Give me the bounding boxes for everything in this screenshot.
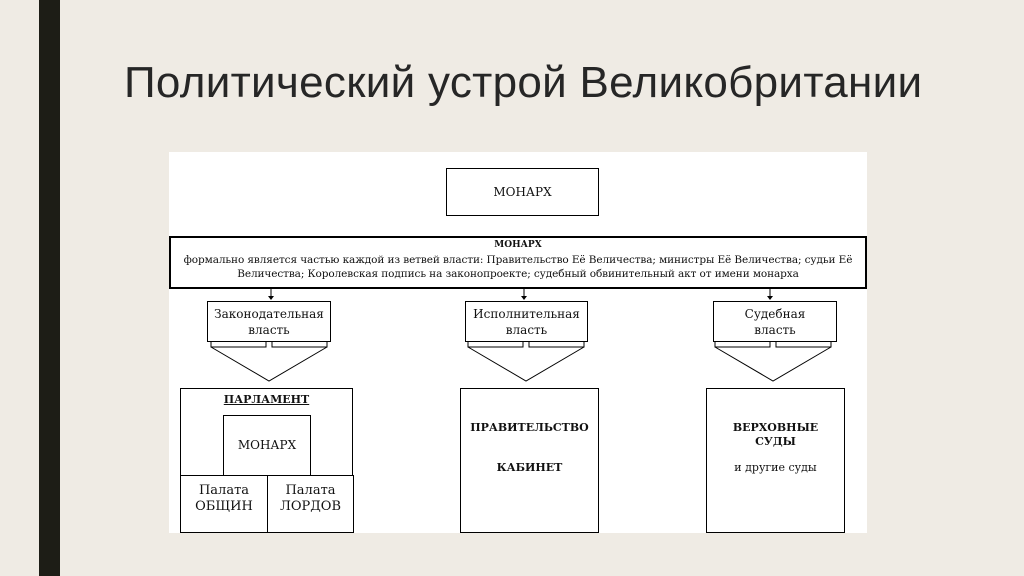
lords-label-1: Палата <box>285 483 336 498</box>
house-of-commons-box: Палата ОБЩИН <box>180 475 268 533</box>
banner-line-2: Величества; Королевская подпись на закон… <box>237 268 799 280</box>
monarch-role-banner: МОНАРХ формально является частью каждой … <box>169 236 867 289</box>
lords-label-2: ЛОРДОВ <box>279 499 342 514</box>
parliament-heading: ПАРЛАМЕНТ <box>223 393 310 406</box>
slide-title: Политический устрой Великобритании <box>124 58 923 107</box>
executive-branch-label-2: власть <box>505 323 548 337</box>
parliament-monarch-box: МОНАРХ <box>223 415 311 476</box>
judicial-branch-label-1: Судебная <box>744 307 806 321</box>
legislative-branch-box: Законодательная власть <box>207 301 331 342</box>
parliament-monarch-label: МОНАРХ <box>237 438 297 452</box>
parliament-box: ПАРЛАМЕНТ МОНАРХ Палата ОБЩИН Палата ЛОР… <box>180 388 354 533</box>
judicial-arrow <box>714 340 832 382</box>
government-structure-diagram: МОНАРХ МОНАРХ формально является частью … <box>169 152 867 533</box>
cabinet-label: КАБИНЕТ <box>496 461 563 474</box>
slide-accent-bar <box>39 0 60 576</box>
government-label: ПРАВИТЕЛЬСТВО <box>470 421 589 434</box>
legislative-branch-label-1: Законодательная <box>214 307 324 321</box>
house-of-lords-box: Палата ЛОРДОВ <box>267 475 354 533</box>
legislative-branch-label-2: власть <box>248 323 290 337</box>
legislative-arrow <box>210 340 328 382</box>
executive-branch-box: Исполнительная власть <box>465 301 588 342</box>
executive-arrow <box>467 340 585 382</box>
government-box: ПРАВИТЕЛЬСТВО КАБИНЕТ <box>460 388 599 533</box>
courts-box: ВЕРХОВНЫЕ СУДЫ и другие суды <box>706 388 845 533</box>
judicial-branch-box: Судебная власть <box>713 301 837 342</box>
supreme-courts-label-1: ВЕРХОВНЫЕ <box>732 421 819 434</box>
banner-line-1: формально является частью каждой из ветв… <box>183 254 853 266</box>
monarch-box: МОНАРХ <box>446 168 599 216</box>
diagram-connectors <box>210 289 832 382</box>
executive-branch-label-1: Исполнительная <box>473 307 580 321</box>
other-courts-label: и другие суды <box>734 461 817 474</box>
commons-label-2: ОБЩИН <box>195 499 253 514</box>
commons-label-1: Палата <box>198 483 250 498</box>
judicial-branch-label-2: власть <box>754 323 796 337</box>
monarch-label: МОНАРХ <box>493 185 552 199</box>
supreme-courts-label-2: СУДЫ <box>755 435 796 448</box>
banner-heading: МОНАРХ <box>494 240 542 250</box>
